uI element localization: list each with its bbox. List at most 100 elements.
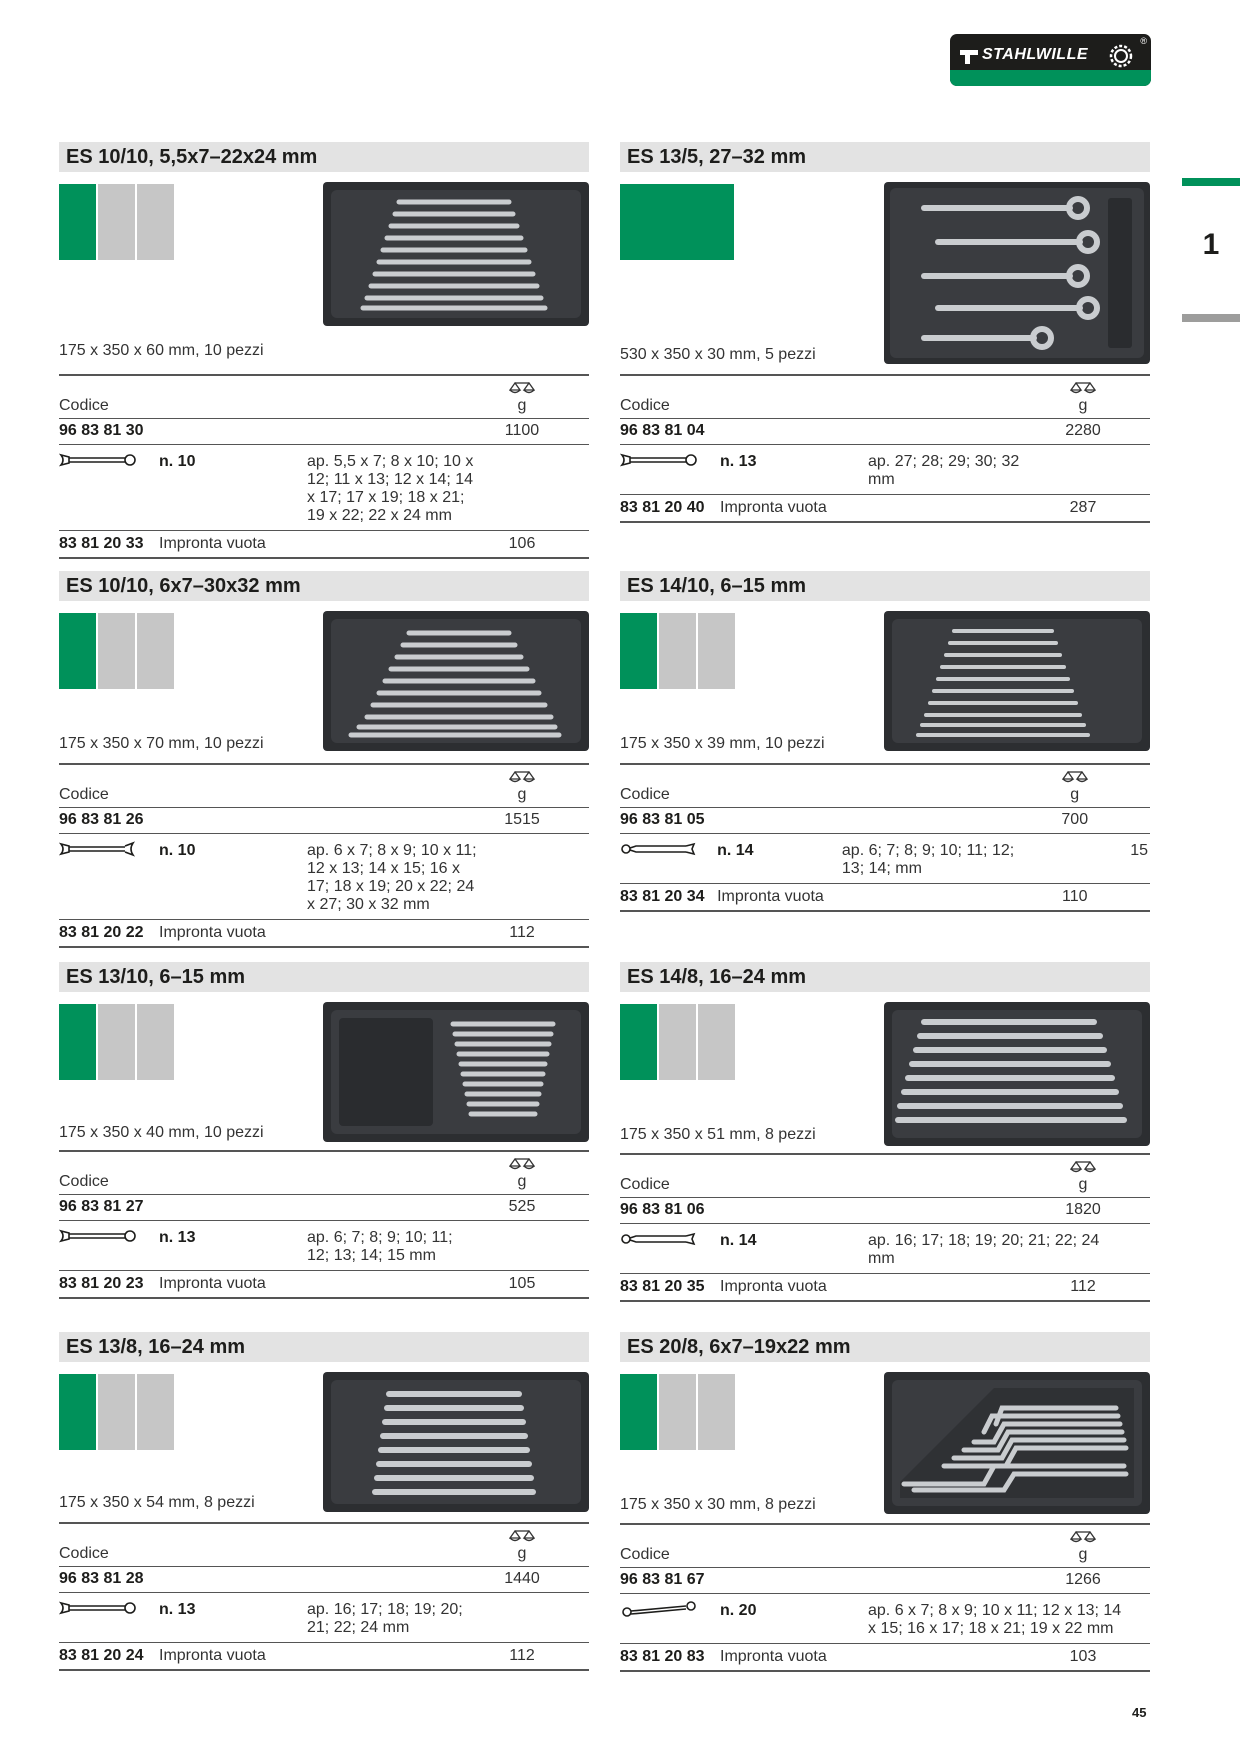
open-end-wrench-icon bbox=[59, 841, 136, 857]
chapter-tab-green bbox=[1182, 178, 1240, 186]
scale-icon bbox=[509, 1158, 535, 1170]
tray-illustration bbox=[331, 619, 581, 743]
dimensions-text: 175 x 350 x 54 mm, 8 pezzi bbox=[59, 1494, 255, 1511]
set-weight: 1100 bbox=[477, 418, 567, 445]
swatch-green bbox=[59, 613, 96, 689]
swatch-grey bbox=[137, 613, 174, 689]
swatch-grey bbox=[698, 1004, 735, 1080]
piece-count: n. 14 bbox=[720, 1223, 868, 1274]
tray-illustration bbox=[331, 190, 581, 318]
code-header: Codice bbox=[59, 1150, 477, 1195]
product-photo bbox=[323, 611, 589, 751]
insert-code: 83 81 20 40 bbox=[620, 494, 720, 523]
spec-table: Codice g 96 83 81 30 1100 n. 10 ap. 5,5 … bbox=[59, 374, 589, 559]
product-photo bbox=[884, 182, 1150, 364]
size-list: ap. 6; 7; 8; 9; 10; 11; 12; 13; 14; mm bbox=[841, 833, 1036, 884]
dimensions-text: 175 x 350 x 51 mm, 8 pezzi bbox=[620, 1126, 816, 1143]
extra-value bbox=[567, 833, 589, 920]
tray-illustration bbox=[331, 1010, 581, 1134]
combination-wrench-icon bbox=[59, 1601, 136, 1615]
weight-header: g bbox=[477, 763, 567, 808]
dimensions-text: 175 x 350 x 40 mm, 10 pezzi bbox=[59, 1124, 264, 1141]
color-swatches bbox=[59, 1374, 174, 1450]
set-code: 96 83 81 26 bbox=[59, 807, 477, 834]
spec-table: Codice g 96 83 81 28 1440 n. 13 ap. 16; … bbox=[59, 1522, 589, 1671]
insert-code: 83 81 20 34 bbox=[620, 883, 718, 912]
swatch-grey bbox=[137, 184, 174, 260]
spec-table: Codice g 96 83 81 27 525 n. 13 ap. 6; 7;… bbox=[59, 1150, 589, 1299]
swatch-grey bbox=[98, 613, 135, 689]
chapter-number: 1 bbox=[1202, 228, 1220, 261]
insert-label: Impronta vuota bbox=[720, 494, 1038, 523]
spec-table: Codice g 96 83 81 06 1820 n. 14 ap. 16; … bbox=[620, 1153, 1150, 1302]
weight-unit: g bbox=[517, 397, 527, 414]
stahlwille-logo: STAHLWILLE ® bbox=[950, 34, 1151, 86]
insert-weight: 106 bbox=[477, 530, 567, 559]
product-section: ES 14/8, 16–24 mm 175 x 350 x 51 mm, 8 p… bbox=[620, 962, 1150, 1302]
insert-weight: 110 bbox=[1035, 883, 1114, 912]
set-code: 96 83 81 06 bbox=[620, 1197, 1038, 1224]
swatch-grey bbox=[698, 613, 735, 689]
set-weight: 1266 bbox=[1038, 1567, 1128, 1594]
swatch-grey bbox=[98, 1004, 135, 1080]
spec-table: Codice g 96 83 81 67 1266 n. 20 ap. 6 x … bbox=[620, 1523, 1150, 1672]
set-code: 96 83 81 27 bbox=[59, 1194, 477, 1221]
offset-wrench-icon bbox=[621, 842, 696, 856]
insert-code: 83 81 20 35 bbox=[620, 1273, 720, 1302]
code-header: Codice bbox=[620, 763, 1036, 808]
set-weight: 1820 bbox=[1038, 1197, 1128, 1224]
section-title: ES 13/10, 6–15 mm bbox=[59, 962, 589, 992]
product-section: ES 13/5, 27–32 mm 530 x 350 x 30 mm, 5 p… bbox=[620, 142, 1150, 523]
product-section: ES 14/10, 6–15 mm 175 x 350 x 39 mm, 10 … bbox=[620, 571, 1150, 921]
swatch-grey bbox=[659, 1374, 696, 1450]
double-ring-wrench-icon bbox=[622, 1601, 696, 1617]
piece-count: n. 13 bbox=[159, 1220, 307, 1271]
piece-count: n. 13 bbox=[159, 1592, 307, 1643]
product-section: ES 13/8, 16–24 mm 175 x 350 x 54 mm, 8 p… bbox=[59, 1332, 589, 1671]
code-header: Codice bbox=[620, 1523, 1038, 1568]
tray-illustration bbox=[892, 619, 1142, 743]
insert-code: 83 81 20 33 bbox=[59, 530, 159, 559]
weight-unit: g bbox=[1078, 1546, 1088, 1563]
dimensions-text: 175 x 350 x 60 mm, 10 pezzi bbox=[59, 342, 264, 359]
spec-table: Codice g 96 83 81 05 700 n. 14 ap. 6; 7;… bbox=[620, 763, 1150, 912]
section-title: ES 14/10, 6–15 mm bbox=[620, 571, 1150, 601]
swatch-grey bbox=[98, 1374, 135, 1450]
weight-unit: g bbox=[517, 786, 527, 803]
scale-icon bbox=[509, 1530, 535, 1542]
logo-wordmark: STAHLWILLE bbox=[982, 46, 1089, 63]
code-header: Codice bbox=[59, 763, 477, 808]
weight-header: g bbox=[477, 374, 567, 419]
piece-count: n. 10 bbox=[159, 833, 307, 920]
scale-icon bbox=[1070, 1161, 1096, 1173]
color-swatches bbox=[620, 184, 734, 260]
code-header: Codice bbox=[620, 1153, 1038, 1198]
tray-illustration bbox=[892, 1010, 1142, 1138]
combination-wrench-icon bbox=[59, 453, 136, 467]
piece-count: n. 10 bbox=[159, 444, 307, 531]
swatch-grey bbox=[137, 1374, 174, 1450]
set-code: 96 83 81 04 bbox=[620, 418, 1038, 445]
weight-header: g bbox=[1035, 763, 1114, 808]
weight-header: g bbox=[1038, 374, 1128, 419]
product-section: ES 10/10, 6x7–30x32 mm 175 x 350 x 70 mm… bbox=[59, 571, 589, 948]
chapter-tab-grey bbox=[1182, 314, 1240, 322]
page-number: 45 bbox=[1132, 1705, 1147, 1720]
set-code: 96 83 81 30 bbox=[59, 418, 477, 445]
extra-value bbox=[1128, 1593, 1150, 1644]
weight-header: g bbox=[477, 1150, 567, 1195]
product-photo bbox=[323, 182, 589, 326]
section-title: ES 14/8, 16–24 mm bbox=[620, 962, 1150, 992]
insert-label: Impronta vuota bbox=[159, 1642, 477, 1671]
weight-header: g bbox=[1038, 1523, 1128, 1568]
code-header: Codice bbox=[59, 1522, 477, 1567]
section-title: ES 13/8, 16–24 mm bbox=[59, 1332, 589, 1362]
offset-wrench-icon bbox=[621, 1232, 696, 1246]
scale-icon bbox=[509, 771, 535, 783]
set-code: 96 83 81 28 bbox=[59, 1566, 477, 1593]
weight-unit: g bbox=[517, 1545, 527, 1562]
color-swatches bbox=[620, 1004, 735, 1080]
spec-table: Codice g 96 83 81 04 2280 n. 13 ap. 27; … bbox=[620, 374, 1150, 523]
combination-wrench-icon bbox=[620, 453, 697, 467]
weight-unit: g bbox=[1078, 397, 1088, 414]
